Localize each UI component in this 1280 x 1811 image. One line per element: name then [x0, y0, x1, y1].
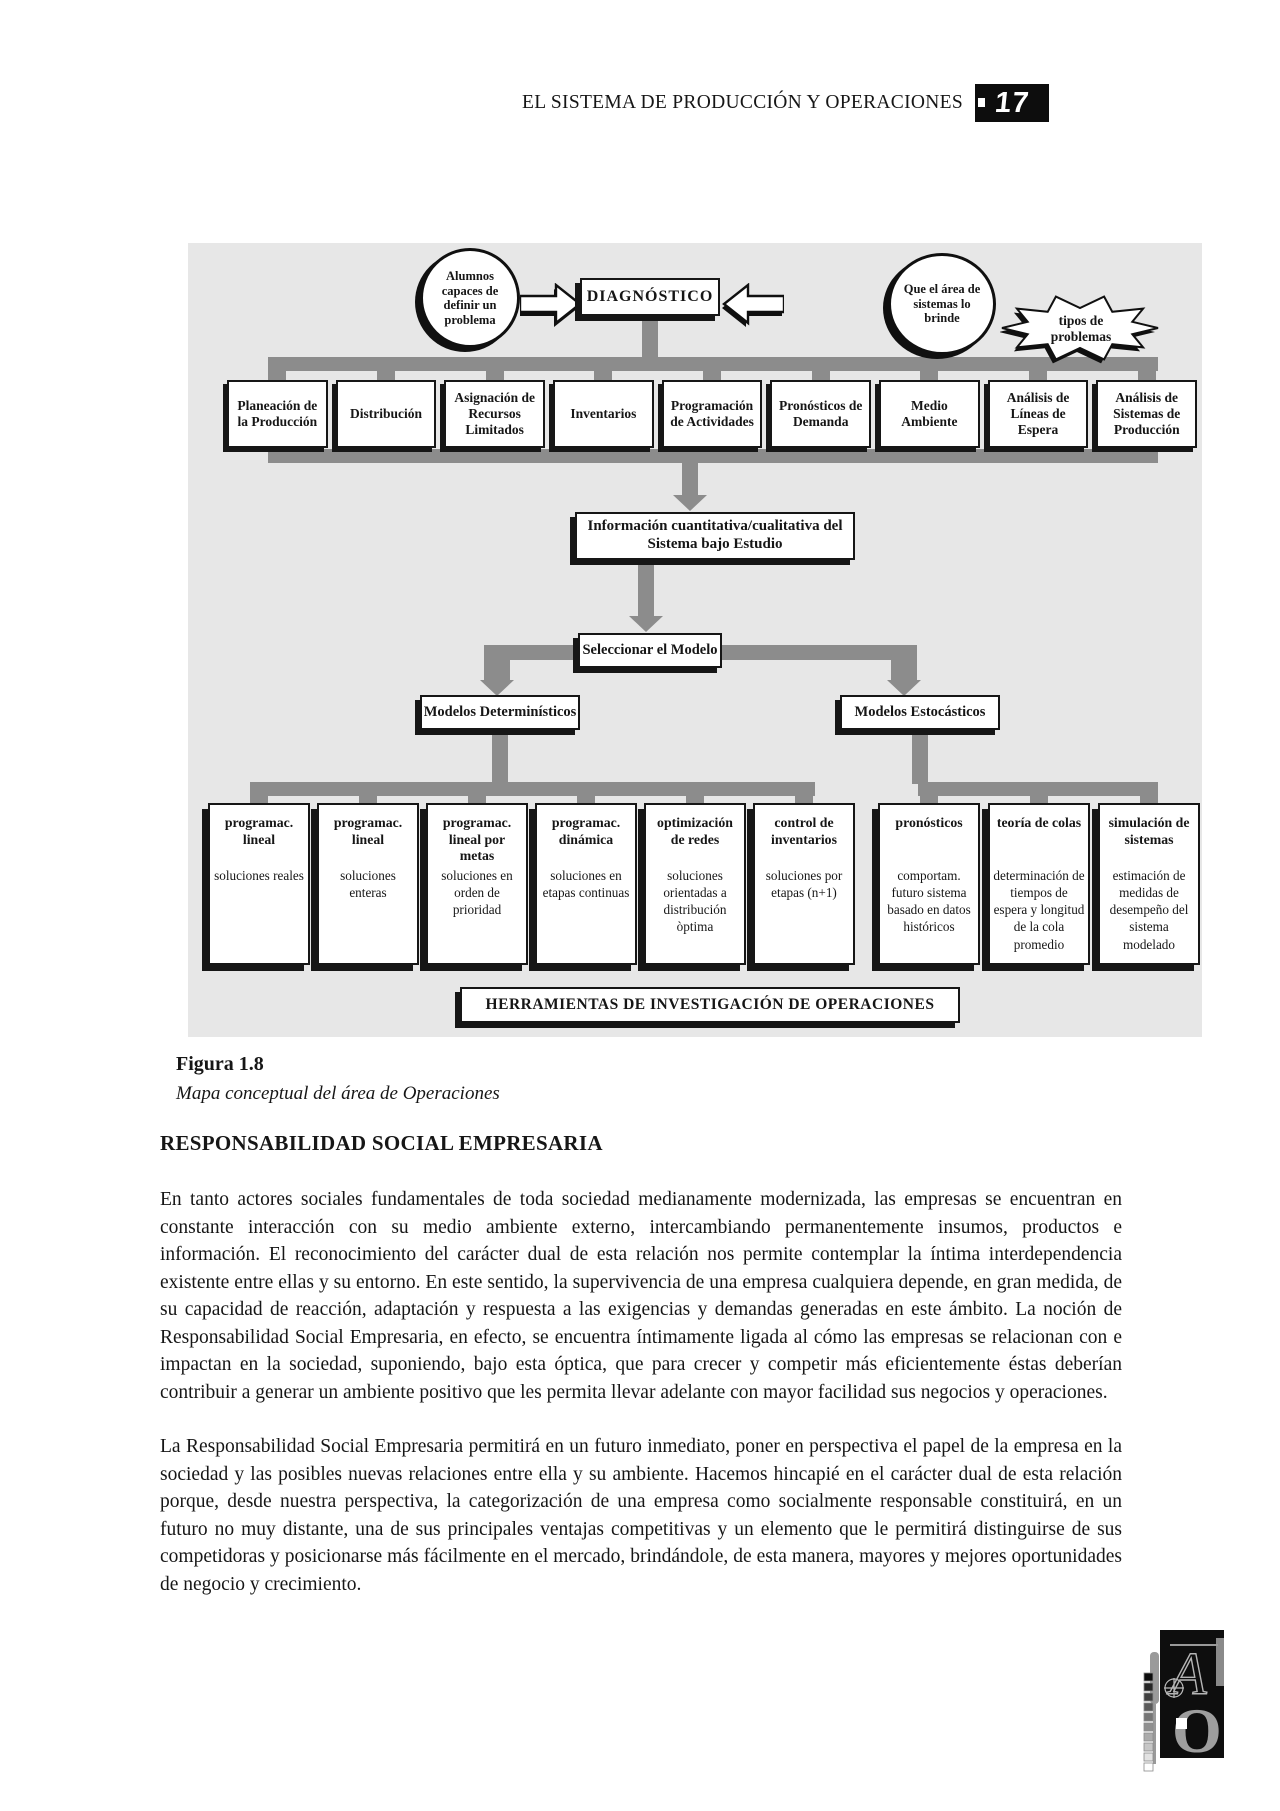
tool-body: estimación de medidas de desempeño del s…: [1109, 868, 1189, 952]
publisher-logo: A O: [1143, 1630, 1224, 1772]
tool-body: soluciones en orden de prioridad: [441, 868, 513, 918]
figure-diagram-panel: Alumnos capaces de definir un problema D…: [188, 243, 1202, 1037]
connector: [891, 646, 917, 680]
problem-box: Programación de Actividades: [661, 380, 763, 448]
tool-body: soluciones enteras: [340, 868, 396, 901]
tool-body: determinación de tiempos de espera y lon…: [993, 868, 1085, 952]
page-number-notch: [978, 98, 985, 107]
info-box-label: Información cuantitativa/cualitativa del…: [587, 518, 843, 552]
svg-text:O: O: [1172, 1695, 1222, 1766]
systems-area-ellipse: Que el área de sistemas lo brinde: [888, 253, 996, 355]
problem-box: Pronósticos de Demanda: [770, 380, 872, 448]
connector: [638, 560, 654, 616]
burst-label: tipos de problemas: [1050, 312, 1112, 344]
body-text-column: En tanto actores sociales fundamentales …: [160, 1186, 1122, 1625]
connector: [492, 730, 508, 784]
problem-box: Análisis de Líneas de Espera: [987, 380, 1089, 448]
connector: [912, 730, 928, 784]
tool-title: programac. lineal: [224, 815, 294, 847]
tool-box: programac. lineal soluciones reales: [208, 803, 310, 965]
tool-body: soluciones reales: [214, 868, 304, 883]
stochastic-models-box: Modelos Estocásticos: [840, 695, 1000, 730]
tool-box: control de inventarios soluciones por et…: [753, 803, 855, 965]
problem-box: Medio Ambiente: [879, 380, 980, 448]
down-arrow-icon: [629, 616, 663, 632]
select-model-box: Seleccionar el Modelo: [578, 633, 722, 668]
diagnostico-label: DIAGNÓSTICO: [586, 287, 714, 305]
problem-box: Distribución: [335, 380, 437, 448]
connector: [642, 315, 658, 359]
block-arrow-right-icon: [520, 283, 582, 327]
body-paragraph: En tanto actores sociales fundamentales …: [160, 1189, 1122, 1403]
figure-caption: Mapa conceptual del área de Operaciones: [176, 1083, 500, 1104]
select-model-label: Seleccionar el Modelo: [582, 641, 718, 658]
tool-body: soluciones en etapas continuas: [542, 868, 630, 901]
tools-footer-label: HERRAMIENTAS DE INVESTIGACIÓN DE OPERACI…: [485, 995, 935, 1013]
deterministic-tools-row: programac. lineal soluciones reales prog…: [208, 803, 855, 965]
connector-deterministic-bar: [250, 782, 815, 796]
problem-box: Planeación de la Producción: [227, 380, 328, 448]
problem-types-burst: tipos de problemas: [999, 293, 1162, 365]
connector: [484, 646, 510, 680]
body-paragraph: La Responsabilidad Social Empresaria per…: [160, 1436, 1122, 1595]
page-number-badge: 17: [975, 84, 1049, 122]
down-arrow-icon: [887, 680, 921, 696]
tool-box: programac. lineal soluciones enteras: [317, 803, 419, 965]
tool-body: comportam. futuro sistema basado en dato…: [887, 868, 971, 935]
connector-collector-bar: [268, 449, 1158, 463]
svg-text:A: A: [1166, 1641, 1207, 1707]
tool-body: soluciones orientadas a distribución òpt…: [663, 868, 727, 935]
diagnostico-box: DIAGNÓSTICO: [580, 278, 720, 316]
systems-area-ellipse-label: Que el área de sistemas lo brinde: [903, 282, 981, 326]
info-box: Información cuantitativa/cualitativa del…: [575, 512, 855, 560]
connector: [486, 367, 504, 383]
tools-footer-box: HERRAMIENTAS DE INVESTIGACIÓN DE OPERACI…: [460, 987, 960, 1023]
tool-box: teoría de colas determinación de tiempos…: [988, 803, 1090, 965]
tool-title: pronósticos: [895, 815, 963, 830]
connector: [703, 367, 721, 383]
connector: [1138, 367, 1156, 383]
down-arrow-icon: [480, 680, 514, 696]
connector: [268, 367, 286, 383]
problem-box: Asignación de Recursos Limitados: [444, 380, 546, 448]
connector: [594, 367, 612, 383]
running-header-title: EL SISTEMA DE PRODUCCIÓN Y OPERACIONES: [522, 92, 963, 113]
connector: [920, 367, 938, 383]
problem-boxes-row: Planeación de la Producción Distribución…: [227, 380, 1198, 448]
connector-stochastic-bar: [918, 782, 1158, 796]
tool-title: simulación de sistemas: [1108, 815, 1190, 847]
tool-title: programac. dinámica: [551, 815, 621, 847]
students-ellipse: Alumnos capaces de definir un problema: [420, 248, 520, 348]
connector: [682, 461, 698, 495]
connector: [812, 367, 830, 383]
figure-label: Figura 1.8: [176, 1053, 264, 1075]
burst-icon: [999, 295, 1159, 364]
tool-box: pronósticos comportam. futuro sistema ba…: [878, 803, 980, 965]
connector: [1029, 367, 1047, 383]
students-ellipse-label: Alumnos capaces de definir un problema: [441, 269, 499, 327]
stochastic-tools-row: pronósticos comportam. futuro sistema ba…: [878, 803, 1200, 965]
deterministic-models-box: Modelos Determinísticos: [420, 695, 580, 730]
stochastic-models-label: Modelos Estocásticos: [854, 703, 986, 720]
tool-title: teoría de colas: [996, 815, 1082, 830]
page-number: 17: [993, 86, 1031, 119]
tool-body: soluciones por etapas (n+1): [765, 868, 843, 901]
problem-box: Análisis de Sistemas de Producción: [1096, 380, 1198, 448]
down-arrow-icon: [673, 495, 707, 511]
tool-box: optimización de redes soluciones orienta…: [644, 803, 746, 965]
tool-title: programac. lineal por metas: [442, 815, 512, 864]
deterministic-models-label: Modelos Determinísticos: [423, 703, 577, 720]
problem-box: Inventarios: [553, 380, 654, 448]
tool-title: optimización de redes: [657, 815, 733, 847]
tool-title: control de inventarios: [771, 815, 837, 847]
connector: [377, 367, 395, 383]
tool-box: simulación de sistemas estimación de med…: [1098, 803, 1200, 965]
tool-box: programac. dinámica soluciones en etapas…: [535, 803, 637, 965]
tool-title: programac. lineal: [333, 815, 403, 847]
section-heading: RESPONSABILIDAD SOCIAL EMPRESARIA: [160, 1131, 603, 1155]
tool-box: programac. lineal por metas soluciones e…: [426, 803, 528, 965]
block-arrow-left-icon: [722, 283, 784, 327]
